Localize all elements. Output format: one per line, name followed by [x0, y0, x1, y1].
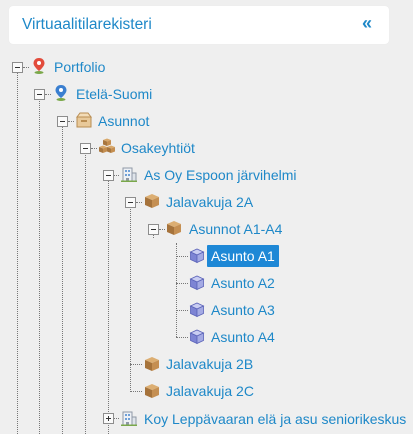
- tree-connector: [176, 310, 188, 311]
- tree-connector: [108, 180, 109, 434]
- tree-node-portfolio[interactable]: Portfolio: [54, 59, 106, 75]
- tree-connector: [176, 283, 188, 284]
- boxes-icon: [98, 138, 116, 156]
- tree-connector: [130, 207, 131, 392]
- apartment-cube-icon: [188, 274, 206, 292]
- tree-node-asunnot-a1-a4[interactable]: Asunnot A1-A4: [189, 221, 283, 237]
- tree-connector: [39, 99, 40, 434]
- tree-connector: [45, 94, 51, 95]
- building-icon: [120, 165, 138, 183]
- collapse-panel-button[interactable]: «: [361, 13, 372, 33]
- tree-node-jalavakuja-2a[interactable]: Jalavakuja 2A: [166, 194, 254, 210]
- tree-node-osakeyhtiot[interactable]: Osakeyhtiöt: [121, 140, 195, 156]
- tree-connector: [159, 229, 165, 230]
- tree-connector: [68, 121, 74, 122]
- tree-node-asunto-a4[interactable]: Asunto A4: [211, 329, 275, 345]
- collapse-toggle-espoon-jarvihelmi[interactable]: [103, 170, 114, 181]
- tree-connector: [176, 243, 177, 337]
- tree-node-koy-leppavaara[interactable]: Koy Leppävaaran elä ja asu seniorikeskus: [144, 411, 407, 427]
- tree-connector: [113, 418, 119, 419]
- tree-connector: [62, 126, 63, 434]
- box-icon: [143, 192, 161, 210]
- tree-connector: [136, 202, 142, 203]
- tree-node-jalavakuja-2c[interactable]: Jalavakuja 2C: [166, 383, 254, 399]
- tree-connector: [153, 234, 154, 238]
- portfolio-pin-icon: [30, 57, 48, 75]
- expand-toggle-koy-leppavaara[interactable]: [103, 413, 114, 424]
- tree-connector: [113, 175, 119, 176]
- collapse-toggle-jalavakuja-2a[interactable]: [125, 197, 136, 208]
- box-icon: [165, 219, 183, 237]
- tree-node-asunto-a1[interactable]: Asunto A1: [207, 245, 279, 267]
- tree-connector: [176, 256, 188, 257]
- tree-node-espoon-jarvihelmi[interactable]: As Oy Espoon järvihelmi: [144, 167, 297, 183]
- folder-box-icon: [75, 111, 93, 129]
- apartment-cube-icon: [188, 328, 206, 346]
- panel-header: Virtuaalitilarekisteri «: [9, 6, 389, 44]
- tree-node-etela-suomi[interactable]: Etelä-Suomi: [76, 86, 153, 102]
- tree-connector: [17, 72, 18, 434]
- tree-connector: [85, 153, 86, 434]
- tree-node-asunto-a3[interactable]: Asunto A3: [211, 302, 275, 318]
- tree-connector: [23, 67, 29, 68]
- collapse-toggle-osakeyhtiot[interactable]: [80, 143, 91, 154]
- tree-connector: [176, 337, 188, 338]
- collapse-toggle-asunnot[interactable]: [57, 116, 68, 127]
- tree-connector: [130, 391, 142, 392]
- collapse-toggle-etela-suomi[interactable]: [34, 89, 45, 100]
- panel-title: Virtuaalitilarekisteri: [22, 16, 152, 33]
- tree-node-asunto-a2[interactable]: Asunto A2: [211, 275, 275, 291]
- apartment-cube-icon: [188, 301, 206, 319]
- box-icon: [143, 355, 161, 373]
- tree-connector: [130, 364, 142, 365]
- tree-connector: [91, 148, 97, 149]
- region-pin-icon: [52, 84, 70, 102]
- building-icon: [120, 409, 138, 427]
- collapse-toggle-asunnot-a1-a4[interactable]: [148, 224, 159, 235]
- box-icon: [143, 382, 161, 400]
- collapse-toggle-portfolio[interactable]: [12, 62, 23, 73]
- tree-node-asunnot[interactable]: Asunnot: [98, 113, 150, 129]
- tree-node-jalavakuja-2b[interactable]: Jalavakuja 2B: [166, 356, 254, 372]
- apartment-cube-icon: [188, 247, 206, 265]
